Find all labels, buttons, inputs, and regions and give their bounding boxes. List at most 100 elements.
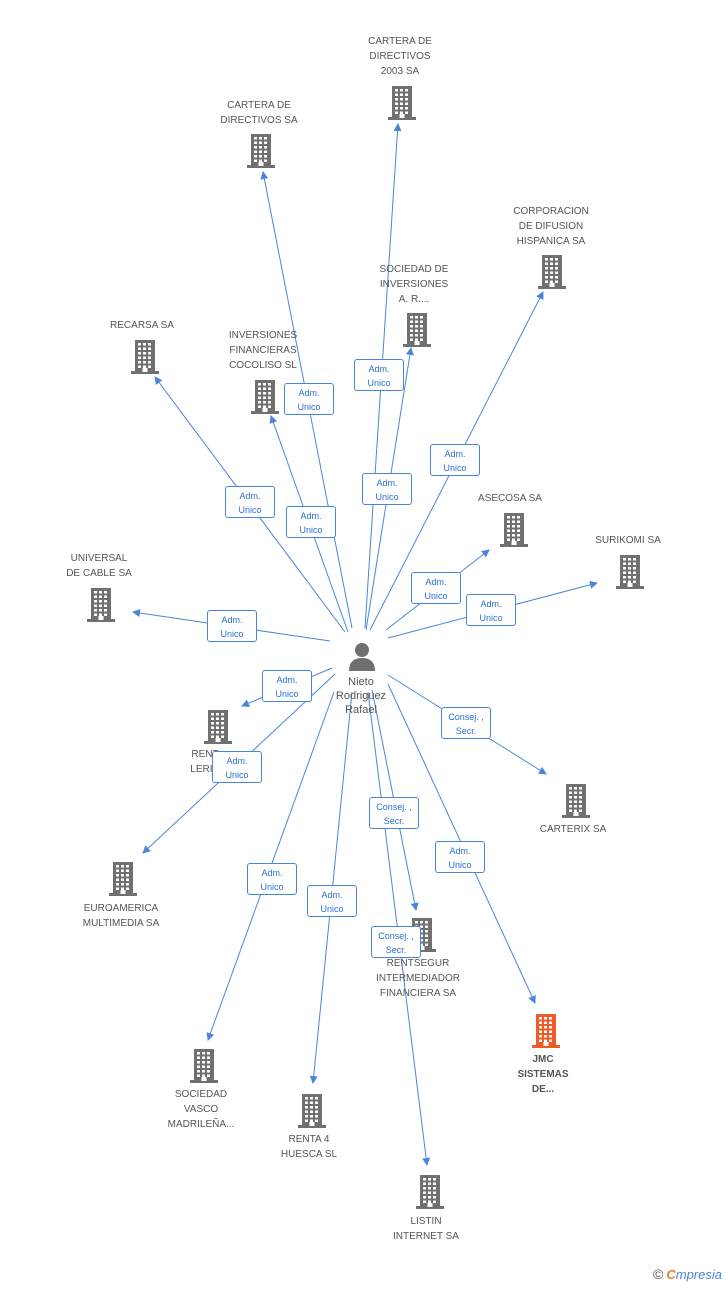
relation-badge[interactable]: Adm.Unico <box>466 594 516 626</box>
relation-badge[interactable]: Adm.Unico <box>225 486 275 518</box>
relation-badge-line: Adm. <box>298 388 320 398</box>
relation-badge[interactable]: Adm.Unico <box>354 359 404 391</box>
center-person-name[interactable]: Nieto Rodriguez Rafael <box>321 675 401 717</box>
company-label-n8[interactable]: SURIKOMI SA <box>595 533 661 548</box>
company-label-line: RECARSA SA <box>110 320 174 331</box>
center-name-line: Rodriguez <box>335 690 387 702</box>
relation-badge[interactable]: Consej. ,Secr. <box>369 797 419 829</box>
building-icon[interactable] <box>415 1175 445 1209</box>
relation-badge-line: Adm. <box>321 890 343 900</box>
company-label-line: RENTA 4 <box>288 1134 330 1145</box>
relation-badge-line: Unico <box>238 505 262 515</box>
company-label-line: SOCIEDAD DE <box>379 264 449 275</box>
company-label-line: CARTERIX SA <box>539 824 607 835</box>
relation-badge[interactable]: Adm.Unico <box>435 841 485 873</box>
relation-badge-line: Adm. <box>276 675 298 685</box>
building-icon[interactable] <box>615 555 645 589</box>
company-label-n9[interactable]: UNIVERSAL DE CABLE SA <box>66 551 132 581</box>
building-icon[interactable] <box>402 313 432 347</box>
building-icon[interactable] <box>561 784 591 818</box>
building-icon[interactable] <box>108 862 138 896</box>
company-label-line: INTERMEDIADOR <box>376 973 460 984</box>
company-label-line: INVERSIONES <box>228 330 298 341</box>
company-label-line: CORPORACION <box>513 206 589 217</box>
company-label-n7[interactable]: ASECOSA SA <box>478 491 542 506</box>
center-name-line: Nieto <box>348 676 374 688</box>
relation-badge[interactable]: Adm. Unico <box>262 670 312 702</box>
relation-badge-line: Adm. <box>480 599 502 609</box>
company-label-line: MADRILEÑA... <box>167 1119 235 1130</box>
relation-badge-line: Unico <box>297 402 321 412</box>
relation-badge-line: Unico <box>260 882 284 892</box>
building-icon[interactable] <box>499 513 529 547</box>
relation-badge-line: Unico <box>424 591 448 601</box>
relation-badge[interactable]: Adm. Unico <box>307 885 357 917</box>
relation-badge[interactable]: Consej. , Secr. <box>371 926 421 958</box>
building-icon[interactable] <box>203 710 233 744</box>
relation-badge-line: Consej. , <box>378 931 414 941</box>
company-label-line: VASCO <box>183 1104 219 1115</box>
company-label-line: EUROAMERICA <box>83 903 159 914</box>
company-label-line: SISTEMAS <box>517 1069 569 1080</box>
company-label-n4[interactable]: SOCIEDAD DE INVERSIONES A. R.... <box>380 262 449 307</box>
building-icon[interactable] <box>189 1049 219 1083</box>
relation-badge-line: Unico <box>375 492 399 502</box>
relation-badge[interactable]: Adm. Unico <box>362 473 412 505</box>
company-label-line: DIRECTIVOS <box>369 51 431 62</box>
company-label-line: FINANCIERA SA <box>379 988 457 999</box>
company-label-line: SURIKOMI SA <box>595 535 661 546</box>
company-label-n5[interactable]: RECARSA SA <box>110 318 174 333</box>
relation-badge[interactable]: Adm.Unico <box>286 506 336 538</box>
company-label-line: INVERSIONES <box>379 279 449 290</box>
relation-badge-line: Unico <box>320 904 344 914</box>
relation-badge[interactable]: Adm.Unico <box>411 572 461 604</box>
company-label-line: 2003 SA <box>380 66 420 77</box>
building-icon[interactable] <box>250 380 280 414</box>
building-icon[interactable] <box>387 86 417 120</box>
relation-badge-line: Secr. <box>385 945 407 955</box>
relation-badge-line: Adm. <box>368 364 390 374</box>
company-label-line: DE CABLE SA <box>66 568 132 579</box>
relation-badge[interactable]: Consej. ,Secr. <box>441 707 491 739</box>
relation-badge[interactable]: Adm.Unico <box>247 863 297 895</box>
company-label-line: LISTIN <box>410 1216 442 1227</box>
company-label-line: UNIVERSAL <box>70 553 128 564</box>
relation-badge[interactable]: Adm.Unico <box>212 751 262 783</box>
brand-footer: ©Cmpresia <box>653 1266 722 1282</box>
company-label-line: CARTERA DE <box>227 100 291 111</box>
company-label-line: FINANCIERAS <box>229 345 297 356</box>
relation-badge-line: Unico <box>443 463 467 473</box>
relation-badge[interactable]: Adm. Unico <box>207 610 257 642</box>
relation-badge-line: Unico <box>448 860 472 870</box>
relation-badge[interactable]: Adm.Unico <box>430 444 480 476</box>
company-label-n1[interactable]: CARTERA DE DIRECTIVOS 2003 SA <box>368 34 432 79</box>
relation-badge-line: Adm. <box>221 615 243 625</box>
building-icon[interactable] <box>531 1014 561 1048</box>
relation-badge-line: Adm. <box>376 478 398 488</box>
building-icon[interactable] <box>246 134 276 168</box>
relation-badge-line: Unico <box>275 689 299 699</box>
building-icon[interactable] <box>537 255 567 289</box>
company-label-line: RENT <box>191 749 219 760</box>
company-label-line: CARTERA DE <box>368 36 432 47</box>
building-icon[interactable] <box>86 588 116 622</box>
building-icon[interactable] <box>297 1094 327 1128</box>
copyright-symbol: © <box>653 1266 664 1282</box>
company-label-n11[interactable]: CARTERIX SA <box>540 822 607 837</box>
relation-badge-line: Adm. <box>300 511 322 521</box>
relation-badge[interactable]: Adm. Unico <box>284 383 334 415</box>
relation-badge-line: Consej. , <box>448 712 484 722</box>
building-icon[interactable] <box>130 340 160 374</box>
company-label-line: A. R.... <box>398 294 430 305</box>
relation-badge-line: Unico <box>220 629 244 639</box>
